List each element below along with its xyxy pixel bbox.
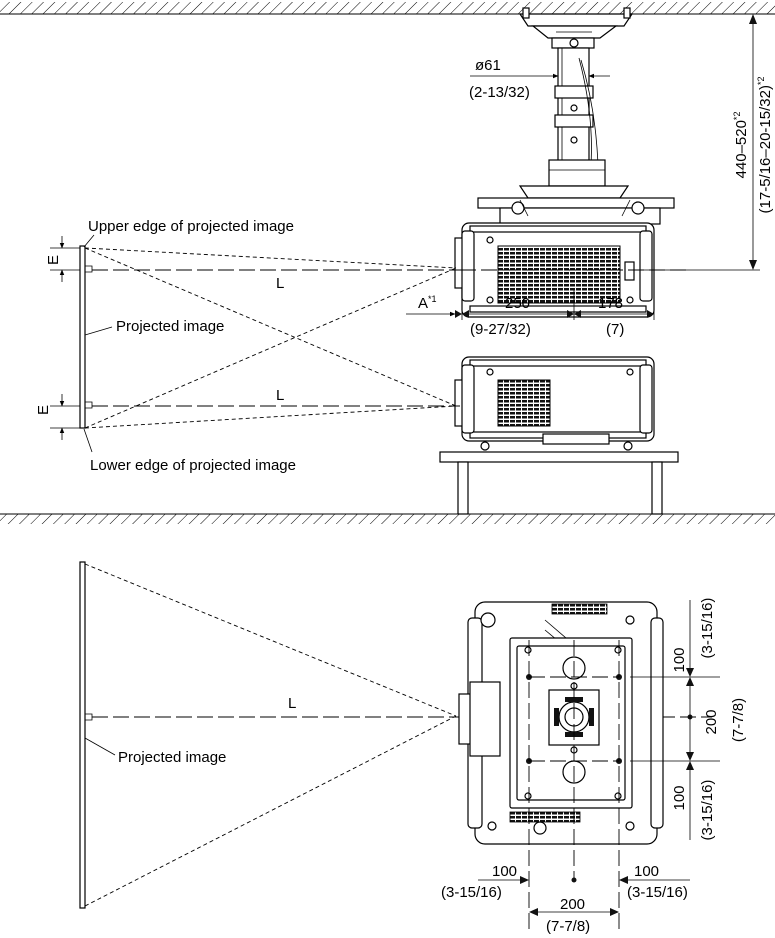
depth-front: 250 <box>505 295 530 312</box>
height-in: (17-5/16–20-15/32)*2 <box>756 77 774 214</box>
mount-100-right-in: (3-15/16) <box>627 884 688 901</box>
l-label-bottom: L <box>288 695 296 712</box>
screen-side <box>79 245 93 429</box>
pole-diameter: ø61 <box>475 57 501 74</box>
mount-plate-side <box>477 185 675 225</box>
projection-lines-side <box>84 247 690 429</box>
mount-dims-vertical: 100 (3-15/16) 200 (7-7/8) 100 (3-15/16) <box>630 598 747 841</box>
mount-100-left-in: (3-15/16) <box>441 884 502 901</box>
lower-edge-callout: Lower edge of projected image <box>83 428 296 474</box>
mount-100-right: 100 <box>634 863 659 880</box>
depth-front-in: (9-27/32) <box>470 321 531 338</box>
e-dimension-top: E <box>45 236 80 282</box>
height-dimension: 440–520*2 (17-5/16–20-15/32)*2 <box>636 13 775 271</box>
mount-200-bottom: 200 <box>560 896 585 913</box>
upper-edge-callout: Upper edge of projected image <box>83 218 294 248</box>
depth-dimension: A*1 250 178 (9-27/32) (7) <box>406 290 655 338</box>
l-label-top: L <box>276 275 284 292</box>
l-label-middle: L <box>276 387 284 404</box>
lower-edge-label: Lower edge of projected image <box>90 457 296 474</box>
depth-rear-in: (7) <box>606 321 624 338</box>
floor <box>0 513 775 524</box>
e-dimension-bottom: E <box>35 394 80 440</box>
mount-200-right-in: (7-7/8) <box>730 698 747 742</box>
mount-100-bottom: 100 <box>671 785 688 810</box>
pole-diameter-dimension: ø61 (2-13/32) <box>469 57 610 101</box>
projected-image-label-bottom: Projected image <box>118 749 226 766</box>
screen-plan <box>79 561 93 909</box>
ceiling-mount-bracket <box>518 7 634 62</box>
projector-bottom-view <box>458 601 664 930</box>
mount-200-right: 200 <box>703 709 720 734</box>
e-label-top: E <box>45 255 62 265</box>
mount-100-top: 100 <box>671 647 688 672</box>
pole-diameter-in: (2-13/32) <box>469 84 530 101</box>
mount-dims-horizontal: 100 (3-15/16) 100 (3-15/16) 200 (7-7/8) <box>441 863 690 935</box>
a-dimension: A*1 <box>418 294 437 312</box>
mount-200-bottom-in: (7-7/8) <box>546 918 590 935</box>
depth-rear: 178 <box>598 295 623 312</box>
mount-100-top-in: (3-15/16) <box>699 598 716 659</box>
height-mm: 440–520*2 <box>732 112 750 179</box>
table <box>439 451 679 515</box>
e-label-bottom: E <box>35 405 52 415</box>
mount-100-left: 100 <box>492 863 517 880</box>
ceiling <box>0 2 775 15</box>
projected-image-callout-top: Projected image <box>84 318 224 336</box>
projected-image-callout-bottom: Projected image <box>84 737 226 766</box>
projected-image-label-top: Projected image <box>116 318 224 335</box>
upper-edge-label: Upper edge of projected image <box>88 218 294 235</box>
mount-100-bottom-in: (3-15/16) <box>699 780 716 841</box>
table-projector <box>454 356 655 451</box>
